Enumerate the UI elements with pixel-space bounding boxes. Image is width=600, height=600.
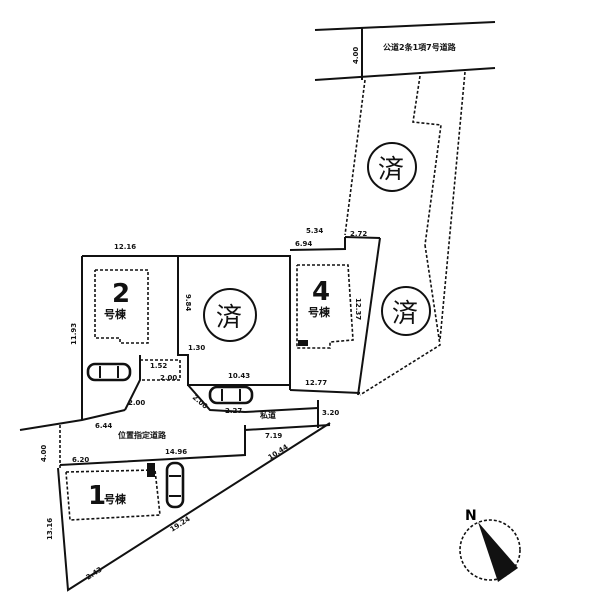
sold-stamp: 済 — [378, 155, 404, 185]
north-road: 公道2条1項7号道路 4.00 — [314, 21, 496, 81]
svg-text:10.44: 10.44 — [267, 443, 290, 462]
lot-4[interactable]: 4 号棟 5.34 6.94 12.37 12.77 — [289, 227, 362, 394]
car-icon — [86, 362, 132, 382]
svg-text:6.94: 6.94 — [295, 240, 312, 248]
meter-icon — [147, 463, 155, 477]
svg-text:号棟: 号棟 — [104, 307, 127, 321]
compass-needle-icon — [478, 522, 518, 582]
svg-text:6.44: 6.44 — [95, 422, 112, 430]
svg-text:11.93: 11.93 — [70, 323, 78, 345]
svg-text:13.16: 13.16 — [46, 518, 54, 540]
car-icon — [208, 385, 254, 405]
svg-text:1: 1 — [88, 481, 106, 511]
svg-text:位置指定道路: 位置指定道路 — [118, 430, 167, 440]
compass: N — [459, 508, 521, 582]
north-road-label: 公道2条1項7号道路 — [383, 42, 457, 52]
svg-text:2.72: 2.72 — [350, 230, 367, 238]
lot-5[interactable]: 済 2.72 — [344, 71, 466, 341]
svg-text:号棟: 号棟 — [104, 492, 127, 506]
sold-stamp: 済 — [216, 303, 242, 333]
svg-text:1.30: 1.30 — [188, 344, 205, 352]
svg-text:12.77: 12.77 — [305, 379, 327, 387]
svg-text:2: 2 — [112, 279, 130, 309]
svg-text:10.43: 10.43 — [228, 372, 250, 380]
north-label: N — [465, 508, 477, 524]
meter-icon — [298, 340, 308, 346]
lot-1[interactable]: 1 号棟 13.16 19.24 2.43 10.44 — [46, 422, 331, 592]
svg-text:14.96: 14.96 — [165, 448, 187, 456]
lot-6[interactable]: 済 — [357, 237, 441, 396]
svg-text:号棟: 号棟 — [308, 305, 331, 319]
car-icon — [165, 461, 185, 509]
svg-text:1.52: 1.52 — [150, 362, 167, 370]
inner-road: 位置指定道路 4.00 6.44 6.20 14.96 7.19 私道 3.20 — [19, 400, 339, 470]
svg-text:12.37: 12.37 — [354, 298, 362, 320]
svg-text:3.20: 3.20 — [322, 409, 339, 417]
svg-text:4: 4 — [312, 277, 330, 307]
svg-text:私道: 私道 — [259, 410, 276, 420]
svg-text:2.00: 2.00 — [160, 374, 177, 382]
sold-stamp: 済 — [392, 299, 418, 329]
north-road-width: 4.00 — [352, 47, 360, 64]
access-area: 1.52 2.00 2.00 2.00 2.27 — [124, 355, 246, 415]
lot-3[interactable]: 済 1.30 10.43 — [177, 255, 291, 405]
svg-text:4.00: 4.00 — [40, 445, 48, 462]
svg-text:2.00: 2.00 — [128, 399, 145, 407]
svg-text:7.19: 7.19 — [265, 432, 282, 440]
svg-text:6.20: 6.20 — [72, 456, 89, 464]
svg-text:9.84: 9.84 — [184, 294, 192, 311]
svg-text:2.00: 2.00 — [191, 393, 209, 410]
svg-text:2.27: 2.27 — [225, 407, 242, 415]
svg-text:5.34: 5.34 — [306, 227, 323, 235]
lot-2[interactable]: 2 号棟 12.16 11.93 9.84 — [70, 243, 192, 420]
svg-text:12.16: 12.16 — [114, 243, 136, 251]
